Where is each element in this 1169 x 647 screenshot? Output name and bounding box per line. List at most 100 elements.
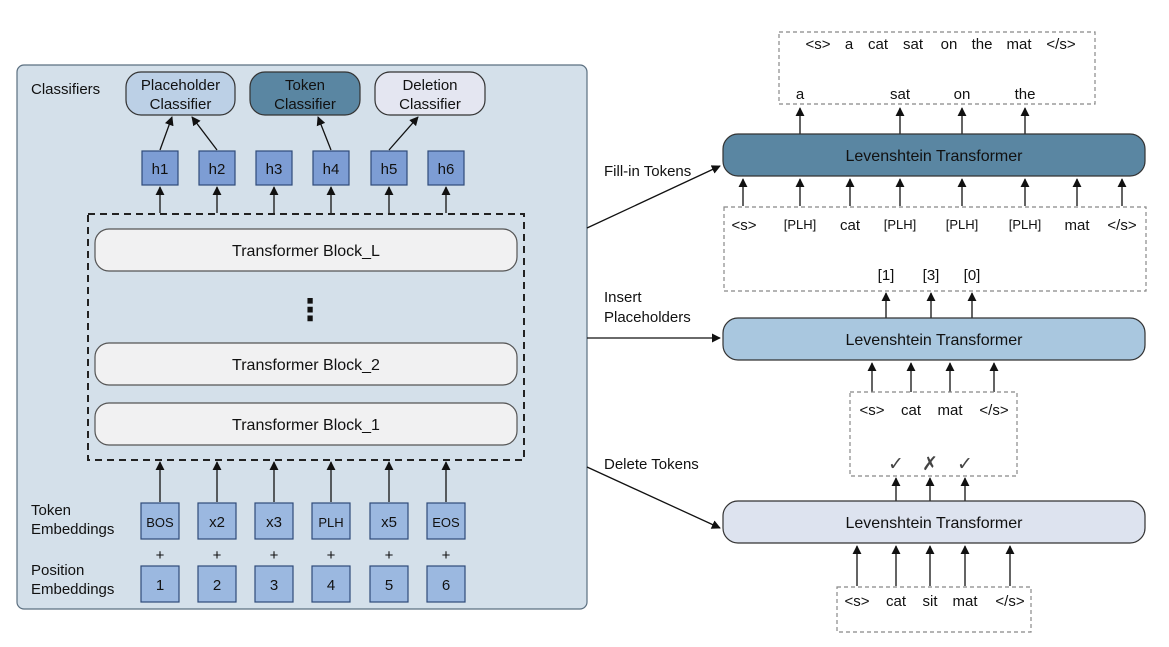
after-delete-token: </s>: [979, 402, 1008, 419]
token-classifier-line2: Classifier: [274, 96, 336, 113]
sequence-token: [PLH]: [884, 217, 917, 232]
keep-check-icon: ✓: [888, 453, 904, 475]
after-delete-token: <s>: [859, 402, 884, 419]
output-sentence: <s> a cat sat on the mat </s>: [805, 36, 1075, 53]
delete-tokens-label: Delete Tokens: [604, 456, 699, 473]
insert-placeholders-label-line2: Placeholders: [604, 309, 691, 326]
token-embedding-x5: x5: [369, 502, 409, 540]
input-token: mat: [952, 593, 978, 610]
levenshtein-transformer-delete-label: Levenshtein Transformer: [846, 515, 1024, 532]
position-embedding-label: 6: [442, 577, 450, 594]
token-classifier-line1: Token: [285, 77, 325, 94]
position-embedding-label: 2: [213, 577, 221, 594]
levenshtein-transformer-fill-label: Levenshtein Transformer: [846, 148, 1024, 165]
sequence-token: [PLH]: [946, 217, 979, 232]
insert-output-arrows: [881, 292, 977, 318]
token-embedding-x2: x2: [197, 502, 237, 540]
token-embedding-plh: PLH: [311, 502, 351, 540]
plus-sign: +: [327, 547, 336, 564]
sequence-token: [PLH]: [784, 217, 817, 232]
fill-in-tokens-label: Fill-in Tokens: [604, 163, 691, 180]
after-delete-to-insert-arrows: [867, 362, 999, 392]
hidden-state-h6: h6: [427, 150, 465, 186]
token-embedding-label: x3: [266, 514, 282, 531]
filled-token: sat: [890, 86, 911, 103]
position-embedding-label: 1: [156, 577, 164, 594]
plus-signs: + + + + + +: [156, 547, 451, 564]
input-token: </s>: [995, 593, 1024, 610]
transformer-block-2-label: Transformer Block_2: [232, 357, 380, 374]
insert-count: [3]: [923, 267, 940, 284]
token-embeddings-label-line1: Token: [31, 502, 71, 519]
after-delete-box: [849, 391, 1018, 477]
placeholder-to-fill-arrows: [738, 178, 1127, 206]
hidden-state-label: h6: [438, 161, 455, 178]
output-token: mat: [1006, 36, 1032, 53]
output-token: <s>: [805, 36, 830, 53]
transformer-block-1: Transformer Block_1: [94, 402, 518, 446]
token-embedding-label: x2: [209, 514, 225, 531]
delete-output-arrows: [891, 477, 970, 501]
hidden-state-label: h5: [381, 161, 398, 178]
deletion-classifier: Deletion Classifier: [374, 71, 486, 116]
placeholder-classifier-line2: Classifier: [150, 96, 212, 113]
hidden-state-h2: h2: [198, 150, 236, 186]
delete-connector-arrow: [586, 466, 721, 529]
placeholder-classifier-line1: Placeholder: [141, 77, 220, 94]
output-token: cat: [868, 36, 889, 53]
after-delete-token: cat: [901, 402, 922, 419]
placeholder-classifier: Placeholder Classifier: [125, 71, 236, 116]
placeholder-sequence-box: [723, 206, 1147, 292]
hidden-state-label: h2: [209, 161, 226, 178]
insert-counts: [1] [3] [0]: [878, 267, 981, 284]
h2-to-placeholder-arrow: [191, 116, 218, 151]
input-token: <s>: [844, 593, 869, 610]
hidden-state-h1: h1: [141, 150, 179, 186]
sequence-token: cat: [840, 217, 861, 234]
transformer-block-2: Transformer Block_2: [94, 342, 518, 386]
h4-to-token-arrow: [316, 116, 332, 151]
after-delete-sequence: <s> cat mat </s>: [859, 402, 1008, 419]
sequence-token: mat: [1064, 217, 1090, 234]
h5-to-deletion-arrow: [388, 116, 419, 151]
token-embedding-label: x5: [381, 514, 397, 531]
input-token: cat: [886, 593, 907, 610]
fill-in-connector-arrow: [586, 165, 721, 229]
levenshtein-transformer-insert-label: Levenshtein Transformer: [846, 332, 1024, 349]
delete-decisions: ✓ ✗ ✓: [888, 453, 973, 475]
position-embedding-label: 3: [270, 577, 278, 594]
insert-count: [1]: [878, 267, 895, 284]
plus-sign: +: [442, 547, 451, 564]
transformer-stack: [87, 213, 525, 461]
token-embedding-eos: EOS: [426, 502, 466, 540]
insert-count: [0]: [964, 267, 981, 284]
hidden-state-label: h1: [152, 161, 169, 178]
position-embeddings-label-line1: Position: [31, 562, 84, 579]
position-embedding-2: 2: [197, 565, 237, 603]
token-embeddings-label-line2: Embeddings: [31, 521, 114, 538]
keep-check-icon: ✓: [957, 453, 973, 475]
input-sequence-box: [836, 586, 1032, 633]
plus-sign: +: [385, 547, 394, 564]
position-embedding-4: 4: [311, 565, 351, 603]
after-delete-token: mat: [937, 402, 963, 419]
hidden-state-h4: h4: [312, 150, 350, 186]
levenshtein-transformer-fill: Levenshtein Transformer: [722, 133, 1146, 177]
levenshtein-transformer-insert: Levenshtein Transformer: [722, 317, 1146, 361]
position-embeddings-label-line2: Embeddings: [31, 581, 114, 598]
h1-to-placeholder-arrow: [159, 116, 174, 151]
plus-sign: +: [270, 547, 279, 564]
output-sequence-box: [778, 31, 1096, 105]
sequence-token: </s>: [1107, 217, 1136, 234]
fill-output-arrows: [795, 107, 1030, 134]
filled-token: the: [1015, 86, 1036, 103]
token-embedding-label: BOS: [146, 515, 174, 530]
position-embedding-6: 6: [426, 565, 466, 603]
sequence-token: <s>: [731, 217, 756, 234]
position-embedding-label: 4: [327, 577, 335, 594]
position-embedding-label: 5: [385, 577, 393, 594]
output-token: sat: [903, 36, 924, 53]
output-token: on: [941, 36, 958, 53]
classifiers-label: Classifiers: [31, 81, 100, 98]
